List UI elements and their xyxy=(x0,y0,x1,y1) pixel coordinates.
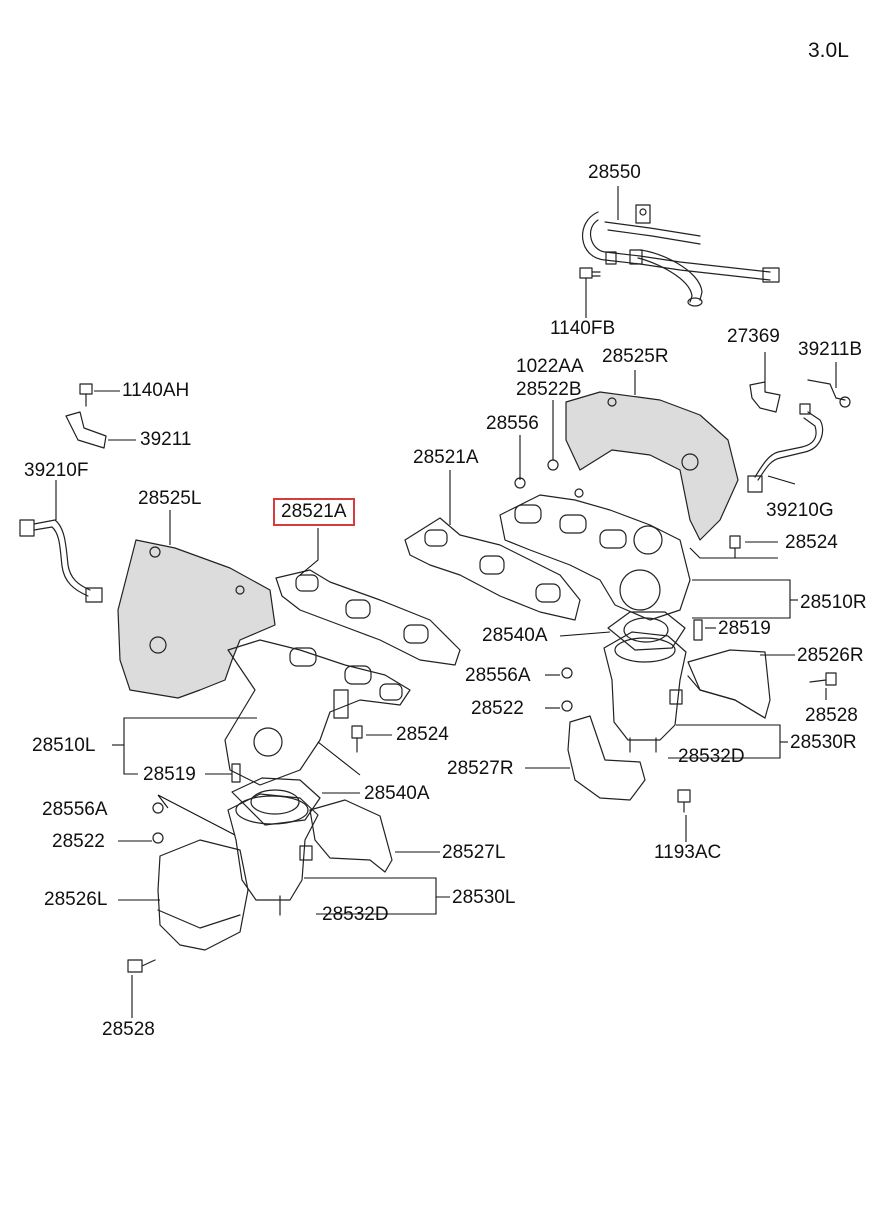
part-label-28510L[interactable]: 28510L xyxy=(32,735,96,756)
part-label-28530R[interactable]: 28530R xyxy=(790,732,857,753)
part-label-28510R[interactable]: 28510R xyxy=(800,592,867,613)
catalytic-converter-28530R xyxy=(603,631,687,753)
catalytic-converter-28530L xyxy=(227,793,319,916)
part-label-28528-right[interactable]: 28528 xyxy=(805,705,858,726)
part-label-28521A-left-highlighted[interactable]: 28521A xyxy=(273,498,355,526)
gasket-28521A-left xyxy=(275,569,461,666)
part-label-39211[interactable]: 39211 xyxy=(140,429,192,450)
part-label-1140AH[interactable]: 1140AH xyxy=(122,380,190,401)
part-label-28521A-right[interactable]: 28521A xyxy=(413,447,479,468)
part-label-39210F[interactable]: 39210F xyxy=(24,460,89,481)
part-label-28528-left[interactable]: 28528 xyxy=(102,1019,155,1040)
bolt-1140AH xyxy=(79,383,93,407)
bracket-39211B xyxy=(807,379,851,408)
part-label-39210G[interactable]: 39210G xyxy=(766,500,834,521)
part-label-28522-left[interactable]: 28522 xyxy=(52,831,105,852)
part-label-28525L[interactable]: 28525L xyxy=(138,488,202,509)
part-label-28540A-left[interactable]: 28540A xyxy=(364,783,430,804)
engine-variant-label: 3.0L xyxy=(808,39,849,62)
leader-lines xyxy=(55,186,837,1018)
part-label-28527R[interactable]: 28527R xyxy=(447,758,514,779)
part-label-28526L[interactable]: 28526L xyxy=(44,889,108,910)
part-label-28530L[interactable]: 28530L xyxy=(452,887,516,908)
part-label-28550[interactable]: 28550 xyxy=(588,162,641,183)
bolts-right xyxy=(547,459,837,813)
part-label-1022AA[interactable]: 1022AA xyxy=(516,356,584,377)
oxygen-sensor-39210G xyxy=(747,403,824,493)
part-label-28527L[interactable]: 28527L xyxy=(442,842,506,863)
part-label-28532D-left[interactable]: 28532D xyxy=(322,904,389,925)
clip-27369 xyxy=(749,381,781,413)
part-label-28540A-right[interactable]: 28540A xyxy=(482,625,548,646)
egr-pipe-28550 xyxy=(582,204,780,307)
part-label-28524-right[interactable]: 28524 xyxy=(785,532,838,553)
part-label-28525R[interactable]: 28525R xyxy=(602,346,669,367)
bolt-1140FB xyxy=(579,267,601,279)
heat-shield-28526R xyxy=(687,649,771,719)
gasket-28521A-right xyxy=(404,517,581,621)
part-label-28519-right[interactable]: 28519 xyxy=(718,618,771,639)
oxygen-sensor-39210F xyxy=(19,519,103,603)
bracket-39211 xyxy=(65,411,107,449)
heat-shield-28525L xyxy=(117,539,276,699)
heat-shield-28527L xyxy=(309,799,393,873)
bolts-left xyxy=(127,725,363,973)
heat-shield-28525R xyxy=(565,391,739,541)
flange-gasket-28540A-left xyxy=(231,777,321,826)
part-label-28556[interactable]: 28556 xyxy=(486,413,539,434)
part-label-28532D-right[interactable]: 28532D xyxy=(678,746,745,767)
part-label-28519-left[interactable]: 28519 xyxy=(143,764,196,785)
heat-shield-28526L xyxy=(157,839,249,951)
part-label-39211B[interactable]: 39211B xyxy=(798,339,863,360)
flange-gasket-28540A-right xyxy=(607,611,686,651)
part-label-1193AC[interactable]: 1193AC xyxy=(654,842,722,863)
part-label-28522-right[interactable]: 28522 xyxy=(471,698,524,719)
exhaust-manifold-28510R xyxy=(499,477,691,621)
heat-shield-28527R xyxy=(567,715,646,801)
part-label-28524-left[interactable]: 28524 xyxy=(396,724,449,745)
part-label-28556A-left[interactable]: 28556A xyxy=(42,799,108,820)
part-label-28526R[interactable]: 28526R xyxy=(797,645,864,666)
exhaust-manifold-28510L xyxy=(224,639,411,786)
part-label-28522B[interactable]: 28522B xyxy=(516,379,582,400)
part-label-28556A-right[interactable]: 28556A xyxy=(465,665,531,686)
part-label-27369[interactable]: 27369 xyxy=(727,326,780,347)
part-label-1140FB[interactable]: 1140FB xyxy=(550,318,616,339)
